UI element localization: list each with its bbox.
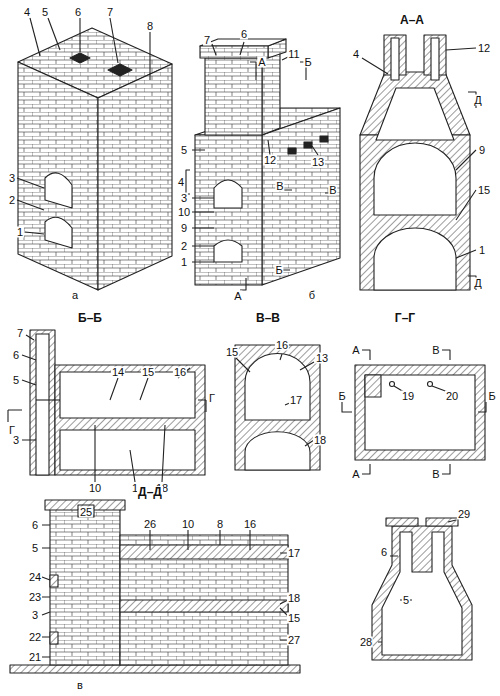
callout-number: 6	[12, 350, 20, 361]
callout-number: А	[351, 469, 360, 480]
callout-number: 18	[313, 435, 327, 446]
callout-number: 18	[287, 593, 301, 604]
callout-number: 3	[31, 610, 39, 621]
callout-number: 5	[31, 543, 39, 554]
chimney-profile	[372, 518, 472, 660]
section-title: Б–Б	[77, 312, 103, 324]
callout-number: 4	[352, 49, 360, 60]
callout-number: А	[351, 345, 360, 356]
callout-number: Б	[337, 391, 346, 402]
callout-number: 21	[28, 652, 42, 663]
callout-number: 20	[445, 391, 459, 402]
callout-number: 6	[380, 547, 388, 558]
section-v-v	[235, 345, 320, 470]
callout-number: 4	[23, 7, 31, 18]
section-g-g	[342, 350, 486, 474]
callout-number: б	[308, 290, 316, 301]
callout-number: 29	[457, 509, 471, 520]
callout-number: 15	[287, 613, 301, 624]
callout-number: 5	[180, 145, 188, 156]
section-title: В–В	[255, 312, 281, 324]
callout-number: 2	[8, 195, 16, 206]
callout-number: 9	[478, 145, 486, 156]
callout-number: 13	[311, 157, 325, 168]
callout-number: 24	[28, 572, 42, 583]
callout-number: 16	[275, 340, 289, 351]
callout-number: 1	[180, 257, 188, 268]
callout-number: 26	[143, 519, 157, 530]
callout-number: 7	[203, 35, 211, 46]
callout-number: 7	[106, 7, 114, 18]
callout-number: 10	[181, 519, 195, 530]
callout-number: а	[71, 290, 79, 301]
callout-number: 1	[16, 227, 24, 238]
callout-number: В	[431, 345, 440, 356]
callout-number: 2	[180, 241, 188, 252]
callout-number: 15	[477, 185, 491, 196]
callout-number: 3	[180, 193, 188, 204]
section-title: Д–Д	[137, 486, 163, 498]
callout-number: 5	[41, 7, 49, 18]
callout-number: 15	[225, 347, 239, 358]
callout-number: 13	[315, 353, 329, 364]
callout-number: В	[431, 469, 440, 480]
callout-number: 4	[177, 177, 185, 188]
callout-number: 3	[8, 173, 16, 184]
callout-number: Д	[473, 95, 482, 106]
callout-number: 12	[477, 43, 491, 54]
callout-number: 8	[216, 519, 224, 530]
stove-isometric-b	[186, 39, 340, 290]
callout-number: 17	[289, 395, 303, 406]
callout-number: 25	[79, 507, 93, 518]
section-title: Г–Г	[394, 312, 416, 324]
callout-number: 5	[402, 595, 410, 606]
callout-number: 3	[12, 435, 20, 446]
callout-number: 8	[146, 21, 154, 32]
callout-number: А	[257, 57, 266, 68]
callout-number: 6	[31, 520, 39, 531]
callout-number: 22	[28, 632, 42, 643]
callout-number: Б	[274, 265, 283, 276]
callout-number: 28	[359, 637, 373, 648]
callout-number: 10	[88, 483, 102, 494]
callout-number: 1	[478, 245, 486, 256]
callout-number: 16	[173, 367, 187, 378]
callout-number: 19	[401, 391, 415, 402]
callout-number: 12	[263, 155, 277, 166]
callout-number: 16	[243, 519, 257, 530]
callout-number: 14	[111, 367, 125, 378]
section-a-a	[360, 35, 476, 290]
callout-number: 5	[12, 375, 20, 386]
callout-number: 17	[287, 548, 301, 559]
callout-number: Г	[208, 393, 216, 404]
callout-number: Б	[303, 57, 312, 68]
callout-number: 27	[287, 635, 301, 646]
callout-number: 11	[287, 49, 300, 60]
callout-number: Д	[473, 278, 482, 289]
section-d-d	[10, 500, 300, 673]
stove-isometric-a	[17, 18, 172, 290]
callout-number: В	[328, 185, 337, 196]
callout-number: Б	[487, 391, 496, 402]
callout-number: в	[76, 680, 84, 691]
section-b-b	[8, 330, 206, 482]
callout-number: 15	[141, 367, 155, 378]
callout-number: В	[275, 181, 284, 192]
callout-number: А	[233, 291, 242, 302]
section-title: А–А	[399, 14, 425, 26]
callout-number: 6	[74, 7, 82, 18]
callout-number: 10	[177, 207, 191, 218]
callout-number: 9	[180, 223, 188, 234]
callout-number: 6	[240, 29, 248, 40]
callout-number: 23	[28, 592, 42, 603]
callout-number: 7	[16, 328, 24, 339]
